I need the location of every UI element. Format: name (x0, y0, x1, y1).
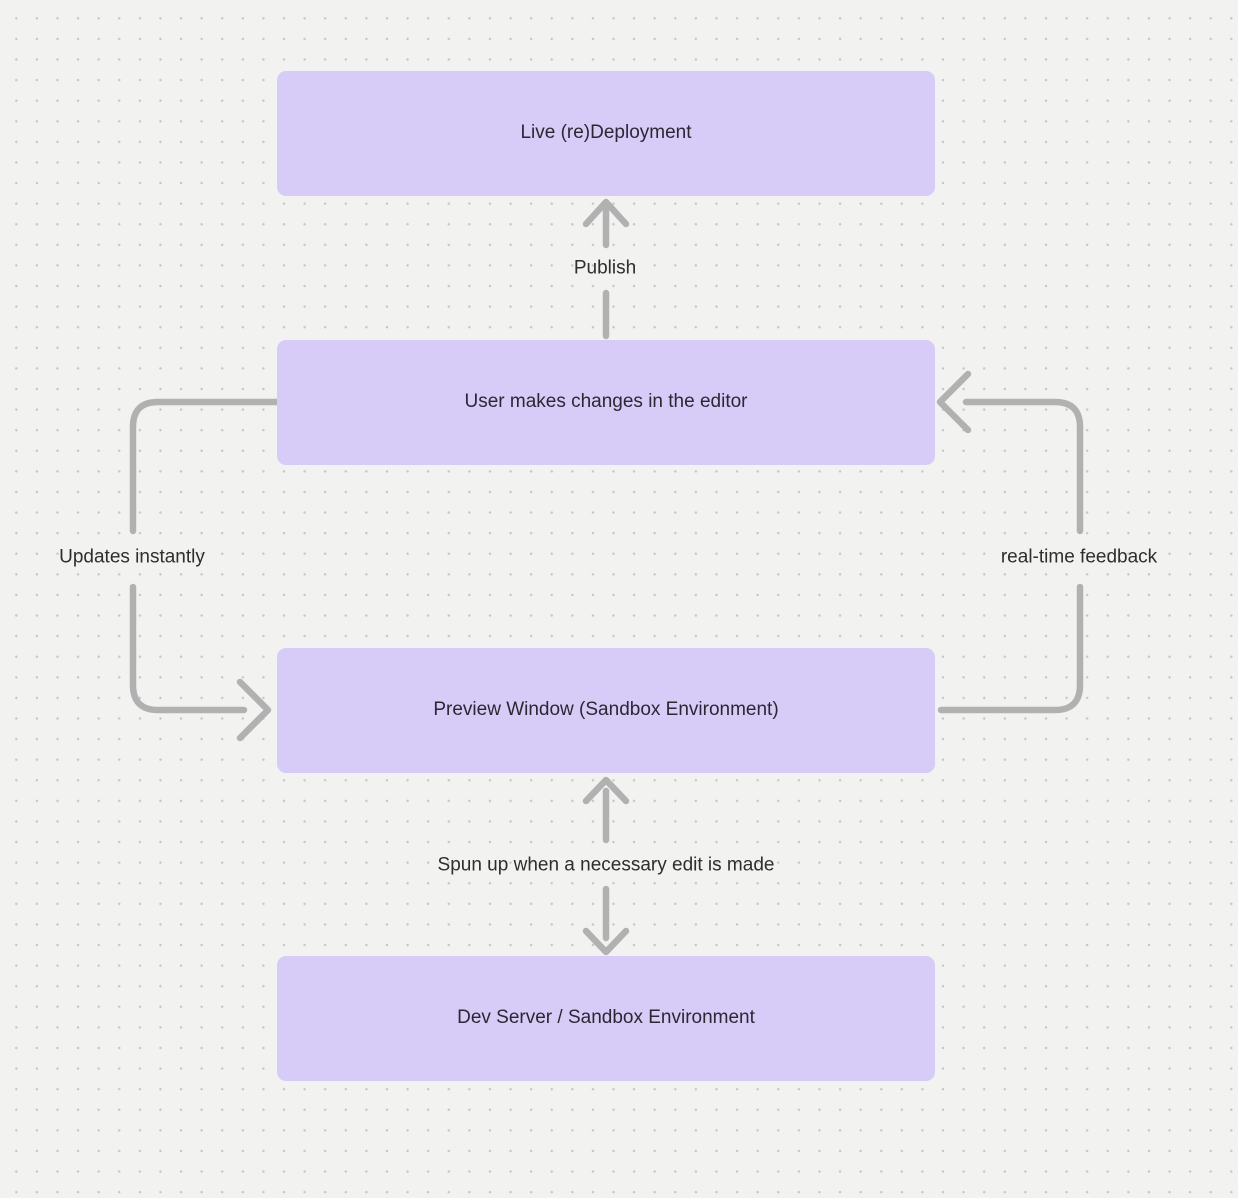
feedback-connector-lower (937, 583, 1084, 714)
edge-label-publish: Publish (573, 257, 637, 279)
node-editor-changes[interactable]: User makes changes in the editor (277, 340, 935, 465)
node-dev-server-label: Dev Server / Sandbox Environment (457, 1007, 755, 1029)
updates-connector-lower (129, 583, 248, 714)
publish-arrow-up-head-icon (582, 198, 630, 228)
edge-label-updates-instantly: Updates instantly (59, 546, 205, 568)
updates-arrow-right-head-icon (236, 678, 272, 742)
updates-connector-upper (129, 398, 281, 535)
node-live-deployment-label: Live (re)Deployment (520, 122, 692, 144)
spunup-arrow-down-head-icon (582, 927, 630, 956)
node-editor-changes-label: User makes changes in the editor (464, 391, 748, 413)
node-preview-window-label: Preview Window (Sandbox Environment) (433, 699, 779, 721)
feedback-connector-upper (962, 398, 1084, 535)
spunup-arrow-up-head-icon (582, 776, 630, 805)
feedback-arrow-left-head-icon (936, 370, 972, 434)
node-live-deployment[interactable]: Live (re)Deployment (277, 71, 935, 196)
edge-label-realtime-feedback: real-time feedback (1000, 546, 1158, 568)
edge-label-spun-up: Spun up when a necessary edit is made (437, 854, 775, 876)
node-dev-server[interactable]: Dev Server / Sandbox Environment (277, 956, 935, 1081)
node-preview-window[interactable]: Preview Window (Sandbox Environment) (277, 648, 935, 773)
